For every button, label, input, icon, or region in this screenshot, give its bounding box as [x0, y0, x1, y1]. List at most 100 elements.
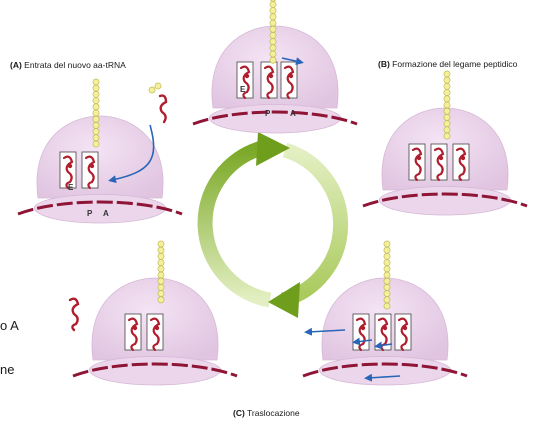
ribosome-top — [192, 0, 358, 134]
ribosome-top-peptide-aa — [269, 7, 277, 15]
ribosome-bottom-left-peptide-aa — [157, 265, 165, 273]
ribosome-bottom-left-peptide-aa — [157, 259, 165, 266]
ribosome-bottom-left-trna-1-strand — [149, 317, 161, 352]
ribosome-top-peptide-aa — [269, 1, 277, 8]
ribosome-bottom-left — [72, 240, 238, 386]
ribosome-bottom-left-peptide-aa — [157, 277, 165, 285]
ribosome-right-peptide-aa — [443, 120, 451, 127]
ribosome-right-trna-2-loop — [460, 155, 466, 161]
entry-arrow — [108, 124, 155, 184]
label-c-text: Traslocazione — [244, 408, 300, 418]
ribosome-right-peptide-aa — [443, 89, 451, 96]
cycle-arrowhead-bottom — [268, 282, 300, 318]
ribosome-bottom-right-peptide-aa — [383, 271, 391, 279]
ribosome-right-peptide-aa — [443, 132, 451, 140]
ribosome-top-peptide-aa — [269, 25, 277, 33]
ribosome-bottom-right-peptide-aa — [383, 290, 391, 297]
site-label-a-top: A — [290, 109, 296, 118]
ribosome-bottom-right-peptide-aa — [383, 259, 391, 266]
ribosome-bottom-left-peptide-aa — [157, 240, 165, 248]
ribosome-bottom-right-peptide-aa — [383, 265, 391, 273]
ribosome-bottom-right — [302, 240, 468, 386]
ribosome-left-peptide-aa — [92, 97, 100, 104]
site-label-p-left: P — [87, 209, 93, 218]
ribosome-left — [17, 78, 183, 224]
incoming-trna-strand — [158, 94, 168, 124]
edge-text-line1: o A — [0, 318, 19, 333]
ribosome-top-trna-1-strand — [263, 65, 275, 100]
ribosome-right-trna-0-loop — [416, 155, 422, 161]
label-b: (B) Formazione del legame peptidico — [378, 59, 517, 69]
ribosome-top-small-subunit — [208, 104, 342, 134]
ribosome-bottom-left-trna-0-loop — [132, 325, 138, 331]
ribosome-right-trna-2-strand — [455, 147, 467, 182]
ribosome-right-trna-1-strand — [433, 147, 445, 182]
ribosome-left-trna-1-strand — [84, 155, 96, 190]
ribosome-bottom-right-mrna — [302, 362, 468, 378]
ribosome-top-trna-0-strand — [239, 65, 251, 100]
ribosome-left-trna-0-strand — [62, 155, 74, 190]
peptide-transfer-arrow — [281, 57, 304, 66]
ribosome-bottom-left-trna-1-loop — [154, 325, 160, 331]
ribosome-bottom-right-trna-2-loop — [402, 325, 408, 331]
label-a-letter: (A) — [10, 60, 22, 70]
ribosome-bottom-right-peptide-aa — [383, 252, 391, 260]
ribosome-bottom-left-peptide-aa — [157, 246, 165, 254]
ribosome-bottom-right-peptide-aa — [383, 283, 391, 291]
ribosome-bottom-right-small-subunit — [318, 356, 452, 386]
ribosome-left-peptide-aa — [92, 128, 100, 135]
ribosome-right-peptide-aa — [443, 70, 451, 78]
ribosome-bottom-right-trna-0-loop — [360, 325, 366, 331]
ribosome-right-peptide-aa — [443, 107, 451, 115]
translocation-arrow-1 — [304, 327, 346, 336]
ribosome-right-trna-1-loop — [438, 155, 444, 161]
ribosome-top-trna-2-strand — [283, 65, 295, 100]
cycle-arrowhead-top — [256, 132, 290, 166]
ribosome-left-peptide-aa — [92, 140, 100, 148]
site-label-e-left: E — [68, 183, 74, 192]
label-b-letter: (B) — [378, 59, 390, 69]
ribosome-top-peptide-aa — [269, 13, 277, 21]
ribosome-right-peptide-aa — [443, 95, 451, 103]
ribosome-left-peptide-aa — [92, 134, 100, 142]
ribosome-left-peptide-aa — [92, 78, 100, 86]
ribosome-top-trna-1-loop — [268, 73, 274, 79]
site-label-p-top: P — [265, 109, 271, 118]
ribosome-right-peptide-aa — [443, 114, 451, 121]
ribosome-bottom-right-peptide-aa — [383, 296, 391, 304]
ribosome-bottom-left-trna-0-strand — [127, 317, 139, 352]
label-a: (A) Entrata del nuovo aa-tRNA — [10, 60, 126, 70]
site-label-a-left: A — [103, 209, 109, 218]
ribosome-top-peptide-aa — [269, 50, 277, 58]
ribosome-left-trna-1-loop — [89, 163, 95, 169]
ribosome-left-peptide-aa — [92, 84, 100, 92]
label-a-text: Entrata del nuovo aa-tRNA — [21, 60, 126, 70]
ribosome-left-peptide-aa — [92, 103, 100, 111]
ribosome-left-peptide-aa — [92, 91, 100, 98]
ribosome-bottom-right-peptide-aa — [383, 302, 391, 310]
site-label-e-top: E — [240, 85, 246, 94]
ribosome-bottom-left-peptide-aa — [157, 296, 165, 304]
edge-text-line2: ne — [0, 362, 15, 377]
mrna-shift-arrow — [364, 373, 401, 382]
ribosome-bottom-left-peptide-aa — [157, 283, 165, 291]
ribosome-left-trna-0-loop — [67, 163, 73, 169]
ribosome-top-mrna — [192, 110, 358, 126]
cycle-arc-right — [280, 142, 349, 308]
incoming-aa-2 — [148, 86, 156, 94]
ribosome-top-peptide-aa — [269, 56, 277, 64]
ribosome-bottom-right-peptide-aa — [383, 240, 391, 248]
ribosome-bottom-left-peptide-aa — [157, 290, 165, 297]
ribosome-bottom-right-trna-2-strand — [397, 317, 409, 352]
ribosome-bottom-left-small-subunit — [88, 356, 222, 386]
ribosome-right-peptide-aa — [443, 101, 451, 109]
ribosome-bottom-right-trna-1-loop — [382, 325, 388, 331]
ribosome-left-peptide-aa — [92, 122, 100, 129]
ribosome-top-trna-2-loop — [288, 73, 294, 79]
ribosome-top-peptide-aa — [269, 38, 277, 45]
incoming-aa-aa — [154, 82, 162, 90]
ribosome-right-peptide-aa — [443, 83, 451, 90]
ribosome-right-mrna — [362, 192, 528, 208]
ribosome-left-small-subunit — [33, 194, 167, 224]
ribosome-right — [362, 70, 528, 216]
